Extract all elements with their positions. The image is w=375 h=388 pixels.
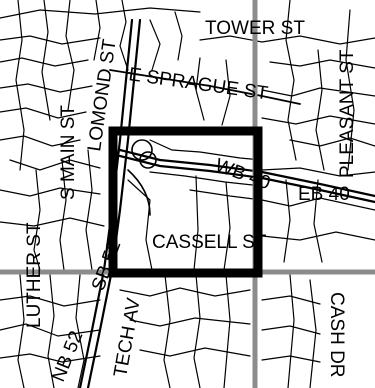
- selection-box[interactable]: [108, 126, 263, 278]
- label-sb-52: SB 52: [88, 238, 125, 294]
- label-s-main-st: S MAIN ST: [58, 105, 79, 200]
- label-cash-dr: CASH DR: [326, 292, 347, 378]
- label-eb-40: EB 40: [298, 184, 350, 205]
- label-wb-40: WB 40: [212, 155, 273, 194]
- label-tower-st: TOWER ST: [205, 18, 305, 39]
- label-cassell-st: CASSELL ST: [152, 232, 267, 253]
- label-luther-st: LUTHER ST: [24, 222, 45, 328]
- label-pleasant-st: PLEASANT ST: [337, 49, 358, 178]
- label-tech-av: TECH AV: [110, 296, 145, 379]
